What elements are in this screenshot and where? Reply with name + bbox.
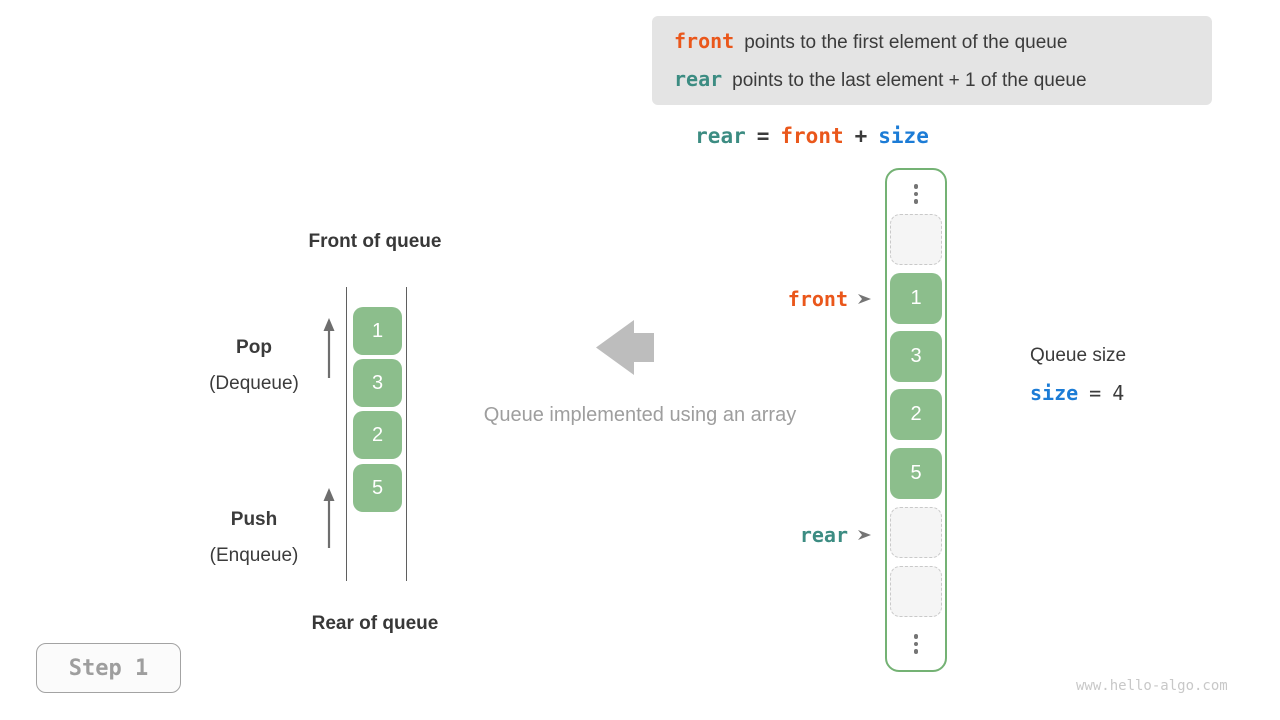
array-cell-empty — [890, 214, 942, 265]
formula: rear = front + size — [652, 121, 972, 151]
step-badge: Step 1 — [36, 643, 181, 693]
pop-arrow-icon — [323, 318, 335, 378]
array-cell-value: 3 — [910, 345, 922, 367]
push-subtitle: (Enqueue) — [209, 545, 299, 566]
rear-pointer-arrow-icon — [858, 530, 871, 540]
formula-plus: + — [854, 124, 868, 148]
queue-cell: 3 — [353, 359, 402, 407]
rear-token: rear — [674, 66, 723, 91]
step-badge-label: Step 1 — [68, 655, 149, 681]
queue-rail-right — [406, 287, 407, 581]
queue-size-value: size = 4 — [1030, 381, 1124, 405]
rear-of-queue-label: Rear of queue — [311, 613, 439, 634]
legend-line-rear: rear points to the last element + 1 of th… — [674, 61, 1212, 99]
queue-cell-value: 2 — [371, 423, 384, 446]
rear-pointer: rear — [700, 522, 872, 548]
legend-front-text: points to the first element of the queue — [744, 31, 1068, 53]
array-cell-value: 1 — [910, 287, 922, 309]
array-cell: 3 — [890, 331, 942, 382]
push-title: Push — [230, 509, 278, 530]
array-container: 1 3 2 5 — [885, 168, 947, 672]
front-pointer: front — [700, 286, 872, 312]
ellipsis-bottom-icon — [887, 634, 945, 654]
array-cell-empty — [890, 507, 942, 558]
legend-line-front: front points to the first element of the … — [674, 23, 1212, 61]
queue-cell: 1 — [353, 307, 402, 355]
size-number: 4 — [1112, 381, 1125, 405]
pop-label: Pop (Dequeue) — [180, 336, 328, 396]
queue-rail-left — [346, 287, 347, 581]
formula-size: size — [878, 124, 929, 148]
legend-box: front points to the first element of the … — [652, 16, 1212, 105]
size-equals: = — [1089, 381, 1102, 405]
array-cell: 5 — [890, 448, 942, 499]
queue-cell-value: 3 — [371, 371, 384, 394]
formula-front: front — [780, 124, 844, 148]
front-of-queue-label: Front of queue — [308, 231, 442, 252]
push-arrow-icon — [323, 488, 335, 548]
queue-cell-value: 5 — [371, 476, 384, 499]
formula-equals: = — [756, 124, 770, 148]
array-cell-value: 2 — [910, 403, 922, 425]
left-block-arrow-icon — [596, 320, 654, 375]
formula-rear: rear — [695, 124, 746, 148]
size-token: size — [1030, 381, 1079, 405]
queue-cell: 2 — [353, 411, 402, 459]
array-cell-value: 5 — [910, 462, 922, 484]
queue-size-title: Queue size — [1030, 345, 1127, 366]
pop-title: Pop — [236, 337, 272, 358]
queue-cell: 5 — [353, 464, 402, 512]
ellipsis-top-icon — [887, 184, 945, 204]
front-token: front — [674, 28, 735, 53]
pop-subtitle: (Dequeue) — [209, 373, 299, 394]
legend-rear-text: points to the last element + 1 of the qu… — [732, 69, 1087, 91]
push-label: Push (Enqueue) — [180, 508, 328, 568]
watermark: www.hello-algo.com — [1076, 678, 1228, 694]
rear-pointer-label: rear — [799, 523, 848, 547]
queue-cell-value: 1 — [371, 319, 384, 342]
front-pointer-arrow-icon — [858, 294, 871, 304]
array-cell-empty — [890, 566, 942, 617]
front-pointer-label: front — [787, 287, 848, 311]
array-cell: 2 — [890, 389, 942, 440]
diagram-caption: Queue implemented using an array — [483, 404, 797, 426]
array-cell: 1 — [890, 273, 942, 324]
